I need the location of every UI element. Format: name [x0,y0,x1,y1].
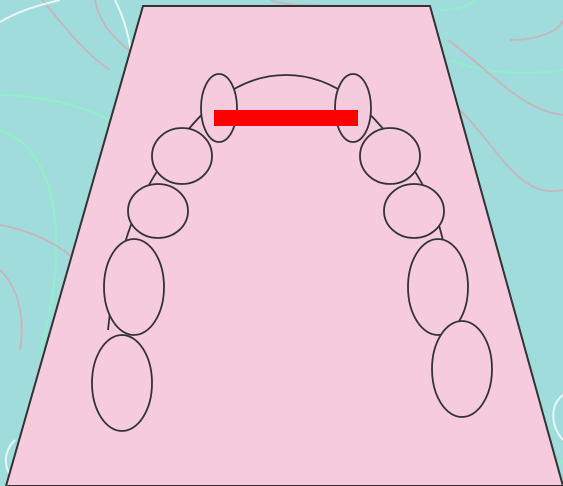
tooth-left-front [201,74,237,142]
tooth-right-front [335,74,371,142]
tooth-left-3 [128,184,188,238]
tooth-right-2 [360,128,420,184]
red-bar [214,110,358,126]
tooth-left-2 [152,128,212,184]
tooth-left-4 [104,239,164,335]
tooth-left-5 [92,335,152,431]
tooth-right-3 [384,184,444,238]
tooth-right-5 [432,321,492,417]
